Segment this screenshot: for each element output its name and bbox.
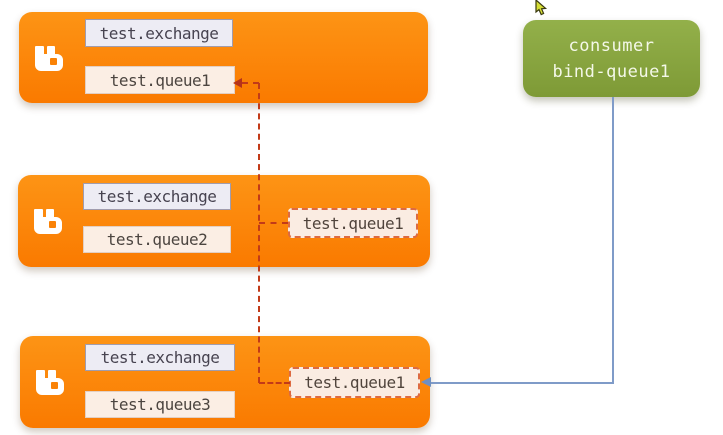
consumer-arrowhead — [421, 377, 431, 387]
consumer-line-vertical — [612, 97, 614, 383]
mouse-cursor-icon — [533, 0, 548, 21]
queue-label: test.queue2 — [83, 226, 231, 253]
rabbitmq-icon — [33, 45, 63, 72]
consumer-box: consumer bind-queue1 — [523, 20, 700, 97]
queue-label: test.queue3 — [85, 391, 235, 418]
exchange-label: test.exchange — [83, 183, 231, 210]
binding-line-middle-branch — [259, 222, 288, 224]
consumer-label-line1: consumer — [568, 35, 655, 56]
ghost-queue-label: test.queue1 — [288, 208, 418, 238]
exchange-label: test.exchange — [85, 344, 235, 371]
broker-box-2: test.exchange test.queue2 test.queue1 — [18, 175, 430, 267]
binding-line-top — [242, 82, 259, 84]
broker-box-3: test.exchange test.queue3 test.queue1 — [20, 336, 430, 428]
exchange-label: test.exchange — [85, 19, 233, 47]
rabbitmq-icon — [32, 208, 62, 235]
rabbitmq-icon — [34, 369, 64, 396]
queue-label: test.queue1 — [85, 66, 235, 94]
binding-arrowhead — [233, 78, 242, 88]
ghost-queue-label: test.queue1 — [289, 367, 420, 398]
broker-box-1: test.exchange test.queue1 — [19, 12, 428, 103]
consumer-label-line2: bind-queue1 — [552, 61, 671, 82]
binding-line-vertical — [258, 83, 260, 383]
consumer-line-horizontal — [430, 382, 614, 384]
binding-line-bottom-branch — [259, 382, 290, 384]
